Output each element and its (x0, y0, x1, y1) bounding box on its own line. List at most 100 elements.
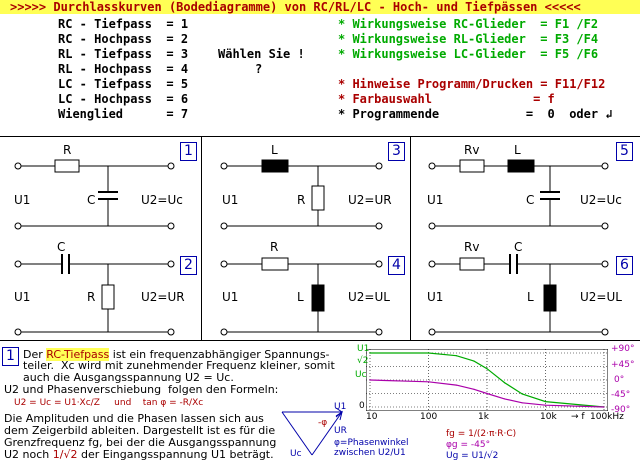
divider-v2 (410, 136, 411, 340)
circuit-3-output-label: U2=UR (348, 193, 392, 207)
info-highlight: RC-Tiefpass (46, 348, 110, 361)
chart-label-uc: Uc (355, 370, 367, 380)
circuit-5-series2-label: L (514, 143, 521, 157)
series-point-phi-5 (504, 398, 506, 400)
circuit-1-shunt-label: C (87, 193, 96, 207)
phasor-u1-label: U1 (334, 402, 347, 412)
series-point-Uc-4 (486, 368, 488, 370)
x-tick-100: 100 (420, 412, 438, 422)
x-tick-100k: 100kHz (590, 412, 624, 422)
circuit-5-series1-label: Rv (464, 143, 480, 157)
circuit-4-number[interactable]: 4 (388, 256, 405, 275)
circuit-3-wiring (220, 159, 383, 230)
circuit-6-output-label: U2=UL (580, 290, 622, 304)
circuit-5-wiring (428, 159, 609, 230)
series-point-phi-1 (427, 381, 430, 383)
prompt-label: Wählen Sie ! (218, 47, 305, 61)
legend-fg: fg = 1/(2·π·R·C) (446, 429, 517, 439)
phasor-phi-def-1: φ=Phasenwinkel (334, 438, 409, 448)
series-point-Uc-0 (369, 352, 371, 354)
circuit-3-shunt-label: R (297, 193, 306, 207)
phase-tick-minus90: -90° (611, 405, 631, 415)
menu-item-f3-f4[interactable]: * Wirkungsweise RL-Glieder = F3 /F4 (338, 32, 599, 46)
menu-item-hinweise[interactable]: * Hinweise Programm/Drucken = F11/F12 (338, 77, 606, 91)
menu-item-lc-hochpass[interactable]: LC - Hochpass = 6 (58, 92, 189, 106)
circuit-5-input-label: U1 (427, 193, 444, 207)
circuit-2-output-label: U2=UR (141, 290, 185, 304)
series-point-phi-4 (486, 392, 488, 395)
circuit-6-series2-label: C (514, 240, 523, 254)
circuit-3-number[interactable]: 3 (388, 142, 405, 161)
circuit-2-shunt-label: R (87, 290, 96, 304)
menu-item-rc-tiefpass[interactable]: RC - Tiefpass = 1 (58, 17, 189, 31)
x-tick-10k: 10k (540, 412, 557, 422)
series-point-phi-2 (455, 384, 457, 386)
info-number: 1 (2, 347, 19, 366)
series-point-phi-7 (544, 404, 547, 406)
info-line-8: U2 noch 1/√2 der Eingangsspannung U1 bet… (4, 448, 274, 461)
circuit-6-series1-label: Rv (464, 240, 480, 254)
circuit-6-wiring (428, 254, 609, 336)
phasor-phi-def-2: zwischen U2/U1 (334, 448, 406, 458)
info-line-2: teiler. Xc wird mit zunehmender Frequenz… (23, 359, 335, 372)
series-point-Uc-1 (427, 352, 430, 354)
circuit-5-shunt-label: C (526, 193, 535, 207)
series-point-phi-6 (521, 402, 523, 404)
info-line-6: dem Zeigerbild ableiten. Dargestellt ist… (4, 424, 276, 437)
menu-item-rc-hochpass[interactable]: RC - Hochpass = 2 (58, 32, 189, 46)
phasor-phi-label: -φ (318, 418, 328, 428)
phase-tick-minus45: -45° (611, 390, 631, 400)
circuit-1-input-label: U1 (14, 193, 31, 207)
legend-phig: φg = -45° (446, 440, 491, 450)
circuit-6-number[interactable]: 6 (616, 256, 633, 275)
circuit-5-output-label: U2=Uc (580, 193, 622, 207)
x-tick-1k: 1k (478, 412, 489, 422)
info-line-1: Der RC-Tiefpass ist ein frequenzabhängig… (23, 348, 330, 361)
circuit-2-series-label: C (57, 240, 66, 254)
phasor-ur-label: UR (334, 426, 347, 436)
phase-tick-0: 0° (614, 375, 625, 385)
menu-item-wienglied[interactable]: Wienglied = 7 (58, 107, 189, 121)
phase-tick-plus45: +45° (611, 360, 635, 370)
chart-series (369, 352, 605, 408)
circuit-2-number[interactable]: 2 (180, 256, 197, 275)
circuit-5-number[interactable]: 5 (616, 142, 633, 161)
page-title: >>>>> Durchlasskurven (Bodediagramme) vo… (10, 0, 581, 14)
info-line-5: Die Amplituden und die Phasen lassen sic… (4, 412, 264, 425)
circuit-4-shunt-label: L (297, 290, 304, 304)
chart-label-u1: U1 (357, 344, 370, 354)
series-point-phi-0 (369, 379, 371, 381)
menu-item-rl-hochpass[interactable]: RL - Hochpass = 4 (58, 62, 189, 76)
circuit-1-series-label: R (63, 143, 72, 157)
chart-label-zero: 0 (359, 401, 365, 411)
menu-item-programmende[interactable]: * Programmende = 0 oder ↲ (338, 107, 613, 121)
prompt-cursor[interactable]: ? (255, 62, 263, 76)
menu-item-rl-tiefpass[interactable]: RL - Tiefpass = 3 (58, 47, 189, 61)
circuit-4-input-label: U1 (222, 290, 239, 304)
series-point-Uc-3 (473, 360, 475, 362)
series-point-Uc-7 (544, 401, 547, 403)
series-point-Uc-5 (504, 382, 506, 384)
menu-item-lc-tiefpass[interactable]: LC - Tiefpass = 5 (58, 77, 189, 91)
chart-grid (366, 349, 608, 411)
circuit-3-series-label: L (271, 143, 278, 157)
menu-item-f5-f6[interactable]: * Wirkungsweise LC-Glieder = F5 /F6 (338, 47, 599, 61)
circuit-1-number[interactable]: 1 (180, 142, 197, 161)
chart-label-u1-div: √2 (357, 356, 369, 366)
menu-item-f1-f2[interactable]: * Wirkungsweise RC-Glieder = F1 /F2 (338, 17, 599, 31)
series-point-phi-8 (603, 406, 605, 408)
divider-v1 (201, 136, 202, 340)
info-line-4: U2 und Phasenverschiebung folgen den For… (4, 383, 279, 396)
circuit-diagrams (14, 159, 609, 336)
info-line-3: auch die Ausgangsspannung U2 = Uc. (23, 371, 234, 384)
circuit-3-input-label: U1 (222, 193, 239, 207)
phase-tick-plus90: +90° (611, 344, 635, 354)
info-line-7: Grenzfrequenz fg, bei der die Ausgangssp… (4, 436, 277, 449)
menu-item-farbauswahl[interactable]: * Farbauswahl = f (338, 92, 555, 106)
title-bar (0, 0, 640, 14)
series-point-Uc-2 (455, 355, 457, 357)
circuit-2-wiring (14, 254, 175, 336)
info-formula: U2 = Uc = U1·Xc/Z und tan φ = -R/Xc (14, 398, 204, 408)
circuit-2-input-label: U1 (14, 290, 31, 304)
